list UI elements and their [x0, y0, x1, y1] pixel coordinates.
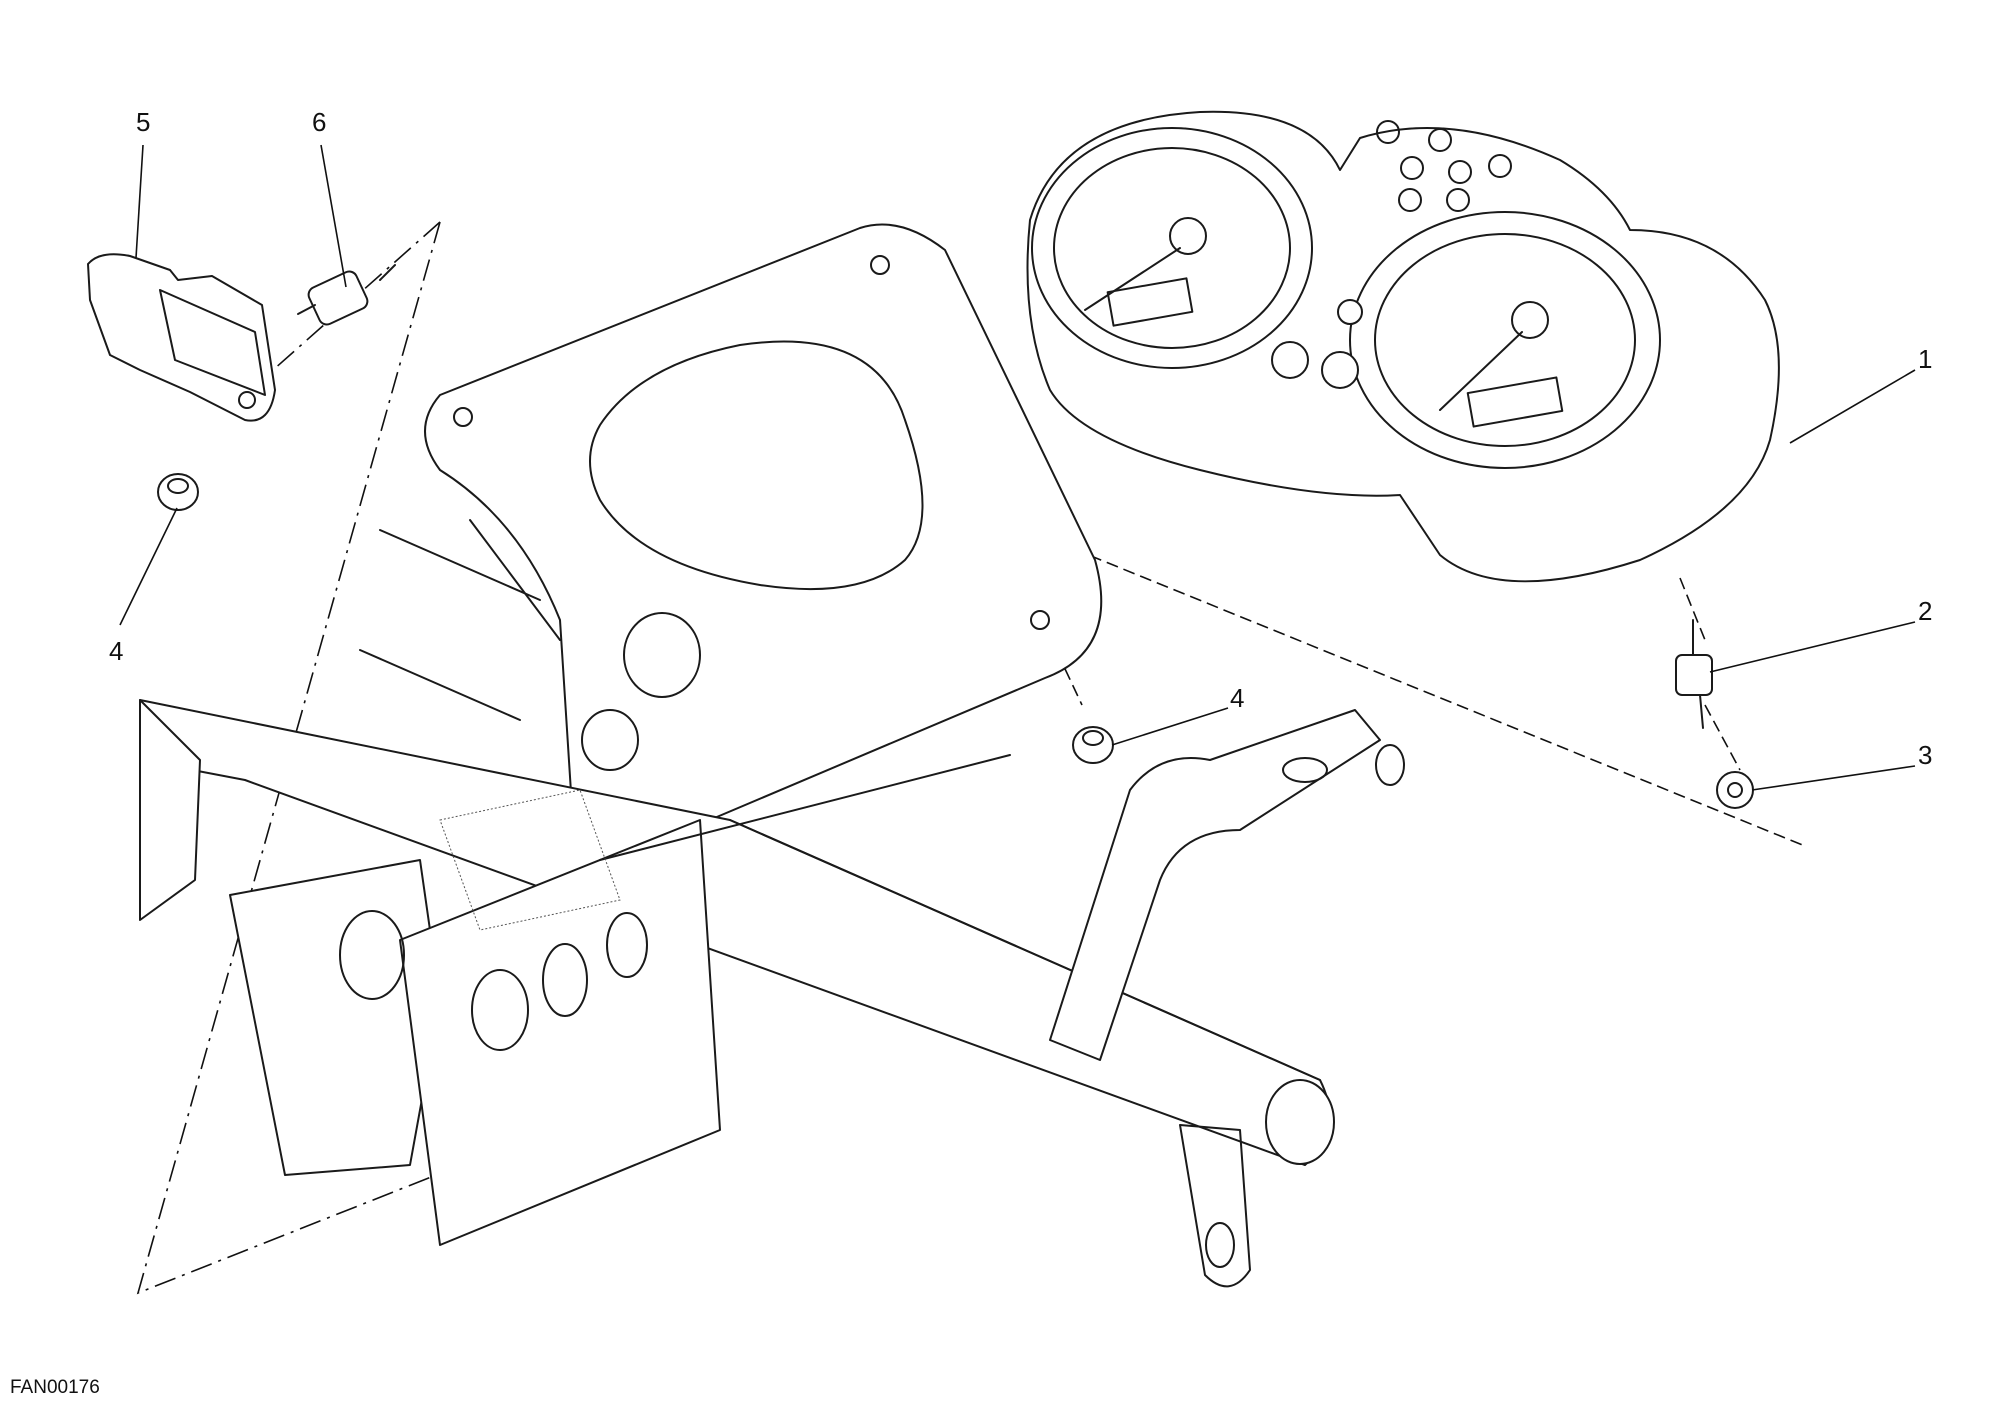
part-6-threaded-spacer: [297, 264, 396, 326]
callout-4-center: 4: [1230, 683, 1244, 713]
part-3-serrated-nut: [1716, 771, 1754, 809]
instrument-cluster: [1026, 110, 1780, 583]
drawing-code: FAN00176: [10, 1377, 100, 1398]
callout-3: 3: [1918, 740, 1932, 770]
callout-6: 6: [312, 107, 326, 137]
part-2-stud-spacer: [1675, 619, 1713, 729]
callout-1: 1: [1918, 344, 1932, 374]
leader-lines: [119, 144, 1916, 791]
part-4-nut-left: [157, 473, 199, 511]
mounting-frame: [139, 223, 1405, 1288]
callout-2: 2: [1918, 596, 1932, 626]
callout-4-left: 4: [109, 636, 123, 666]
callout-labels: 1 2 3 4 4 5 6: [109, 107, 1932, 770]
part-4-nut-center: [1072, 726, 1114, 764]
part-5-bracket-plate: [87, 253, 276, 422]
callout-5: 5: [136, 107, 150, 137]
